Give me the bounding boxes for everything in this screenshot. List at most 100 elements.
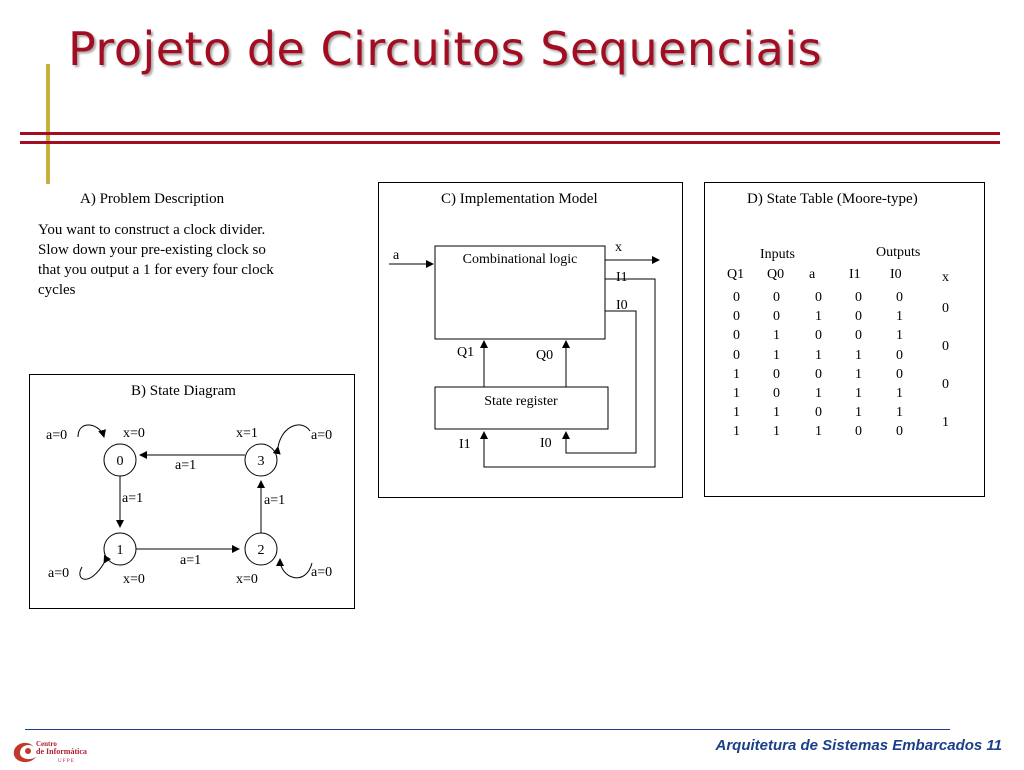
table-cell: 0: [733, 309, 740, 325]
state-3-loop-label: a=0: [311, 428, 332, 443]
transition-0-to-1-label: a=1: [122, 491, 143, 506]
state-0-output: x=0: [123, 426, 145, 441]
table-cell: 0: [733, 347, 740, 363]
i1-top-label: I1: [616, 270, 628, 285]
i0-top-label: I0: [616, 298, 628, 313]
self-loop-0: [77, 424, 106, 438]
x-output-cell: 0: [942, 377, 949, 392]
table-cell: 0: [773, 386, 780, 401]
state-register-block: [434, 386, 609, 430]
state-3-label: 3: [258, 454, 265, 469]
x-output-cell: 0: [942, 301, 949, 316]
output-x-label: x: [615, 240, 622, 255]
problem-title: A) Problem Description: [80, 191, 225, 207]
table-cell: 0: [815, 405, 822, 421]
table-cell: 1: [773, 347, 780, 363]
transition-2-to-3-label: a=1: [264, 493, 285, 508]
table-cell: 1: [773, 405, 780, 421]
self-loop-1: [79, 554, 111, 580]
table-header-q1: Q1: [727, 267, 745, 282]
i0-wire: [562, 310, 637, 454]
inputs-group-label: Inputs: [760, 247, 795, 262]
transition-1-to-2-label: a=1: [180, 553, 201, 568]
q0-label: Q0: [536, 348, 553, 363]
centro-informatica-logo: Centro de Informática U F P E: [8, 733, 98, 765]
state-1-label: 1: [117, 543, 124, 558]
table-cell: 1: [855, 386, 862, 401]
combinational-logic-block: [434, 245, 606, 340]
table-cell: 0: [773, 290, 780, 305]
x-output-cell: 0: [942, 339, 949, 354]
table-cell: 0: [855, 290, 862, 305]
table-cell: 0: [815, 328, 822, 344]
table-cell: 0: [815, 366, 822, 382]
transition-3-to-0-label: a=1: [175, 458, 196, 473]
table-cell: 1: [896, 405, 903, 421]
combinational-logic-label: Combinational logic: [463, 252, 578, 267]
table-cell: 1: [773, 328, 780, 344]
table-cell: 0: [733, 328, 740, 344]
state-register-label: State register: [484, 394, 558, 409]
table-cell: 1: [733, 424, 740, 440]
table-cell: 1: [773, 424, 780, 440]
table-cell: 1: [815, 424, 822, 440]
state-diagram-panel: B) State Diagram 0 3 1 2 a=0 x=0 x=1 a=0…: [29, 374, 355, 609]
implementation-title: C) Implementation Model: [441, 191, 598, 207]
i0-bottom-label: I0: [540, 436, 552, 451]
self-loop-3: [272, 424, 311, 455]
svg-text:Centro: Centro: [36, 740, 57, 748]
state-table-title: D) State Table (Moore-type): [747, 191, 918, 207]
table-cell: 1: [815, 386, 822, 401]
implementation-panel: C) Implementation Model Combinational lo…: [378, 182, 683, 498]
table-cell: 1: [896, 328, 903, 344]
table-header-i0: I0: [890, 267, 902, 282]
table-header-i1: I1: [849, 267, 861, 282]
table-cell: 1: [896, 309, 903, 325]
table-cell: 1: [855, 405, 862, 421]
state-2-output: x=0: [236, 572, 258, 587]
problem-text: You want to construct a clock divider. S…: [38, 222, 274, 298]
table-cell: 1: [896, 386, 903, 401]
table-cell: 1: [733, 366, 740, 382]
outputs-group-label: Outputs: [876, 245, 921, 260]
table-cell: 0: [896, 347, 903, 363]
state-0-loop-label: a=0: [46, 428, 67, 443]
x-column-header: x: [942, 270, 949, 285]
state-table-panel: D) State Table (Moore-type) Inputs Outpu…: [704, 182, 985, 497]
table-cell: 0: [896, 366, 903, 382]
table-cell: 0: [815, 290, 822, 305]
svg-text:U F P E: U F P E: [58, 759, 74, 764]
q1-label: Q1: [457, 345, 474, 360]
table-cell: 0: [896, 424, 903, 440]
self-loop-2: [276, 558, 313, 579]
state-diagram-svg: 0 3 1 2 a=0 x=0 x=1 a=0 a=1 a=1 a=1 a=1 …: [46, 424, 332, 587]
state-diagram-title: B) State Diagram: [131, 383, 236, 399]
i1-bottom-label: I1: [459, 437, 471, 452]
table-cell: 0: [855, 309, 862, 325]
footer-divider: [25, 729, 950, 730]
state-1-loop-label: a=0: [48, 566, 69, 581]
table-cell: 1: [855, 347, 862, 363]
table-cell: 0: [773, 309, 780, 325]
table-cell: 0: [855, 424, 862, 440]
x-output-cell: 1: [942, 415, 949, 430]
table-cell: 1: [815, 309, 822, 325]
state-3-output: x=1: [236, 426, 258, 441]
i1-wire: [480, 278, 656, 468]
table-cell: 0: [896, 290, 903, 305]
table-cell: 0: [773, 366, 780, 382]
title-divider-bottom: [20, 141, 1000, 144]
state-1-output: x=0: [123, 572, 145, 587]
logo-mark-icon: Centro de Informática U F P E: [13, 740, 87, 764]
table-cell: 1: [733, 386, 740, 401]
input-a-label: a: [393, 248, 400, 263]
table-header-a: a: [809, 267, 816, 282]
table-cell: 1: [855, 366, 862, 382]
state-3-node: [244, 443, 278, 477]
state-0-label: 0: [117, 454, 124, 469]
footer-text: Arquitetura de Sistemas Embarcados 11: [715, 737, 1003, 754]
title-accent-bar: [46, 64, 50, 184]
slide-title: Projeto de Circuitos Sequenciais: [68, 22, 823, 76]
table-cell: 1: [733, 405, 740, 421]
state-2-loop-label: a=0: [311, 565, 332, 580]
